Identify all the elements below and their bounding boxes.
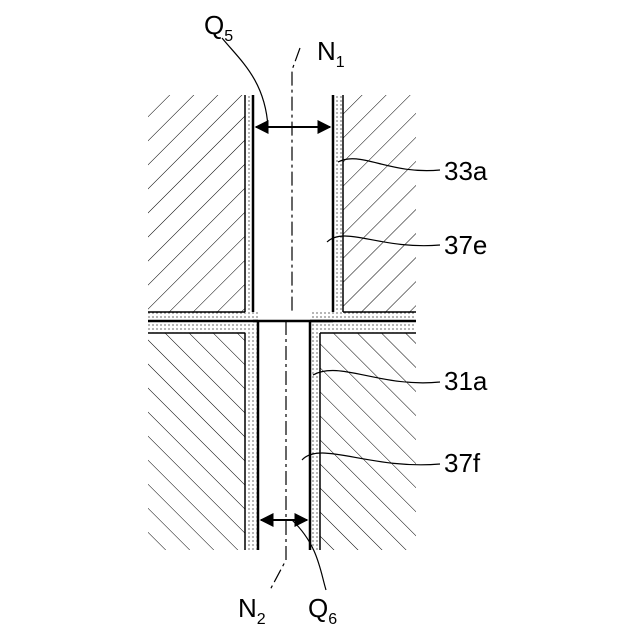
upper-right-block xyxy=(343,95,416,312)
axis-n2 xyxy=(270,321,286,590)
label-q6: Q6 xyxy=(308,593,337,628)
label-n1: N1 xyxy=(317,36,345,71)
label-33a: 33a xyxy=(444,156,488,186)
label-31a: 31a xyxy=(444,366,488,396)
coating-upper-right-wall xyxy=(333,95,343,312)
lower-right-block xyxy=(320,333,416,550)
label-q5: Q5 xyxy=(204,10,233,45)
axis-n1 xyxy=(292,48,300,312)
upper-left-block xyxy=(148,95,245,312)
label-37e: 37e xyxy=(444,230,487,260)
coating-interface-left xyxy=(148,312,258,333)
center-axes xyxy=(270,48,300,590)
coating-lower-right-wall xyxy=(310,333,320,550)
lower-left-block xyxy=(148,333,245,550)
coating-lower-left-wall xyxy=(245,333,258,550)
lower-member xyxy=(148,333,416,550)
label-n2: N2 xyxy=(238,593,266,628)
coating-interface-right xyxy=(310,312,416,333)
label-37f: 37f xyxy=(444,448,481,478)
